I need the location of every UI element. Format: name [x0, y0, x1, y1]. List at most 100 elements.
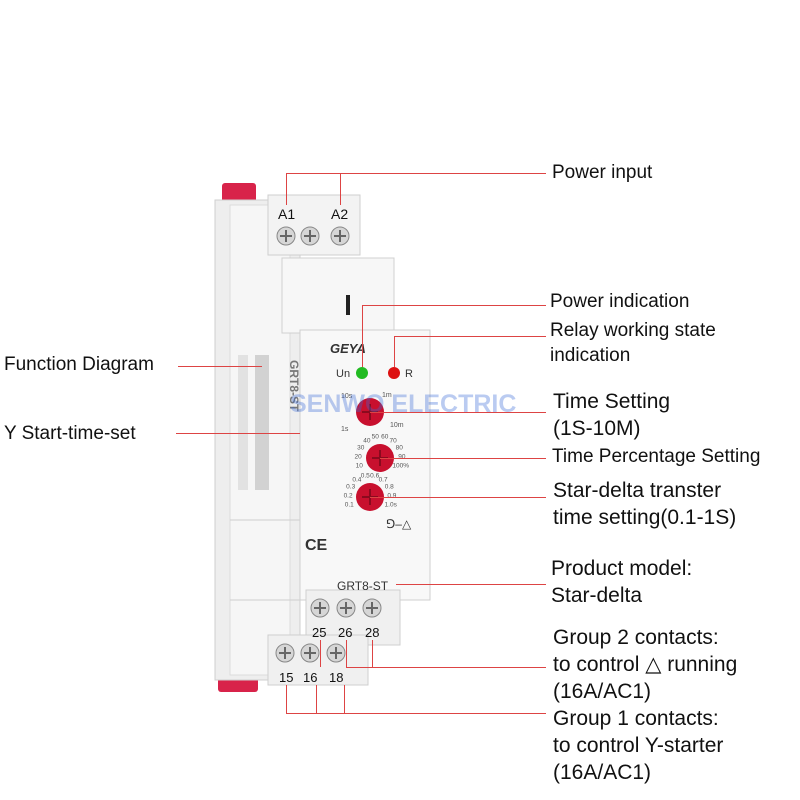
label-group2-line2: to control △ running: [553, 653, 738, 676]
label-product-model-line1: Product model:: [551, 557, 693, 580]
percentage-tick-label: 30: [357, 444, 365, 451]
screw-a2[interactable]: [330, 226, 350, 246]
percentage-tick-label: 50: [372, 434, 380, 441]
leader-power-input: [286, 173, 546, 174]
label-product-model-line2: Star-delta: [551, 584, 643, 607]
star-delta-tick-label: 1.0s: [385, 502, 398, 509]
screw-28[interactable]: [362, 598, 382, 618]
leader-time-setting: [370, 412, 546, 413]
percentage-tick-label: 90: [398, 453, 406, 460]
leader-group2-v1: [346, 640, 347, 667]
star-delta-tick-label: 0.9: [387, 492, 396, 499]
step-slot: [346, 295, 350, 315]
percentage-tick-label: 80: [396, 444, 404, 451]
star-delta-tick-label: 0.1: [345, 502, 354, 509]
range-10s: 10s: [341, 393, 353, 400]
label-group2-line1: Group 2 contacts:: [553, 626, 719, 649]
label-power-indication: Power indication: [550, 291, 690, 312]
function-diagram-strip: [255, 355, 269, 490]
terminal-28-label: 28: [365, 625, 379, 640]
star-delta-tick-label: 0.8: [385, 483, 394, 490]
percentage-tick-label: 70: [389, 437, 397, 444]
percentage-tick-label: 20: [354, 453, 362, 460]
function-diagram-strip-2: [238, 355, 248, 490]
label-group2-line3: (16A/AC1): [553, 680, 652, 703]
leader-relay-state: [394, 336, 546, 337]
terminal-15-label: 15: [279, 670, 293, 685]
screw-middle[interactable]: [300, 226, 320, 246]
star-delta-tick-label: 0.2: [344, 492, 353, 499]
leader-group2-v3: [320, 640, 321, 667]
label-star-delta-line2: time setting(0.1-1S): [553, 506, 737, 529]
leader-product-model: [396, 584, 546, 585]
upper-step: [281, 257, 395, 334]
leader-power-indication: [362, 305, 546, 306]
led-un-label: Un: [336, 368, 350, 380]
range-1s: 1s: [341, 426, 349, 433]
side-model-text: GRT8-ST: [287, 360, 301, 412]
star-delta-symbol: ⅁–△: [386, 517, 412, 531]
percentage-tick-label: 60: [381, 434, 389, 441]
terminal-18-label: 18: [329, 670, 343, 685]
leader-group1-v3: [344, 685, 345, 713]
leader-star-delta: [370, 497, 546, 498]
screw-16[interactable]: [300, 643, 320, 663]
terminal-25-label: 25: [312, 625, 326, 640]
led-r-label: R: [405, 368, 413, 380]
percentage-tick-label: 40: [363, 437, 371, 444]
screw-26[interactable]: [336, 598, 356, 618]
ce-mark: CE: [305, 537, 328, 554]
screw-a1[interactable]: [276, 226, 296, 246]
relay-led-icon: [388, 367, 400, 379]
terminal-16-label: 16: [303, 670, 317, 685]
label-function-diagram: Function Diagram: [4, 354, 154, 375]
label-group1-line3: (16A/AC1): [553, 761, 652, 784]
star-delta-tick-label: 0.4: [352, 476, 361, 483]
label-relay-state-line1: Relay working state: [550, 320, 716, 341]
leader-group1-v2: [316, 685, 317, 713]
terminal-a1-label: A1: [278, 206, 295, 222]
label-star-delta-line1: Star-delta transter: [553, 479, 722, 502]
leader-time-percentage: [380, 458, 546, 459]
power-led-icon: [356, 367, 368, 379]
leader-relay-state-v: [394, 336, 395, 367]
percentage-tick-label: 10: [356, 463, 364, 470]
star-delta-tick-label: 0.3: [346, 483, 355, 490]
label-group1-line1: Group 1 contacts:: [553, 707, 719, 730]
range-10m: 10m: [390, 422, 404, 429]
terminal-a2-label: A2: [331, 206, 348, 222]
screw-18[interactable]: [326, 643, 346, 663]
terminal-26-label: 26: [338, 625, 352, 640]
watermark: SENWO ELECTRIC: [290, 390, 516, 418]
range-1m: 1m: [382, 392, 392, 399]
leader-y-start: [176, 433, 300, 434]
leader-group2: [346, 667, 546, 668]
star-delta-tick-label: 0.7: [379, 476, 388, 483]
label-relay-state-line2: indication: [550, 345, 631, 366]
label-power-input: Power input: [552, 162, 653, 183]
screw-15[interactable]: [275, 643, 295, 663]
top-terminal-block: [267, 194, 361, 256]
leader-group1: [286, 713, 546, 714]
label-time-percentage: Time Percentage Setting: [552, 446, 761, 467]
label-y-start: Y Start-time-set: [4, 423, 136, 444]
percentage-tick-label: 100%: [392, 463, 409, 470]
leader-power-ind-v: [362, 305, 363, 367]
label-time-setting-line2: (1S-10M): [553, 417, 641, 440]
label-group1-line2: to control Y-starter: [553, 734, 724, 757]
leader-group1-v1: [286, 685, 287, 713]
front-model-text: GRT8-ST: [337, 579, 389, 593]
leader-a2-vertical: [340, 173, 341, 205]
star-delta-tick-label: 0.5: [361, 473, 370, 480]
star-delta-tick-label: 0.6: [370, 473, 379, 480]
leader-function-diagram: [178, 366, 262, 367]
screw-25[interactable]: [310, 598, 330, 618]
leader-a1-vertical: [286, 173, 287, 205]
label-time-setting-line1: Time Setting: [553, 390, 671, 413]
leader-group2-v2: [372, 640, 373, 667]
brand-logo: GEYA: [330, 341, 366, 356]
